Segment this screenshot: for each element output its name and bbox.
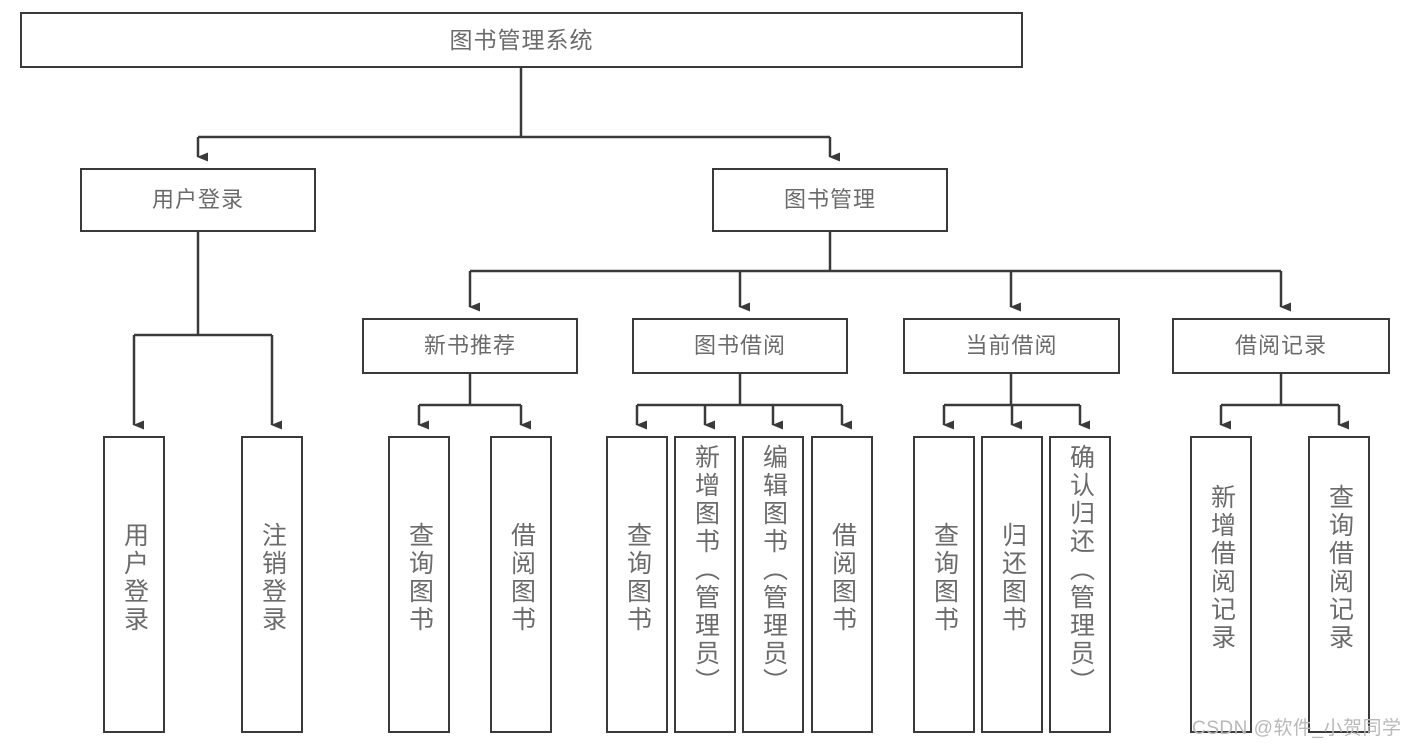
leaf-user-login[interactable]: 用户登录 xyxy=(103,436,165,733)
csdn-watermark: CSDN @软件_小贺同学 xyxy=(1192,718,1402,739)
node-label: 注销登录 xyxy=(258,522,287,634)
leaf-add-book-admin[interactable]: 新增图书（管理员） xyxy=(674,436,736,733)
node-root-system[interactable]: 图书管理系统 xyxy=(20,12,1023,68)
leaf-query-book-current[interactable]: 查询图书 xyxy=(913,436,975,733)
node-label: 借阅记录 xyxy=(1234,333,1327,359)
node-user-login[interactable]: 用户登录 xyxy=(80,168,316,232)
node-label: 确认归还（管理员） xyxy=(1066,444,1095,696)
node-label: 查询图书 xyxy=(930,522,959,634)
node-label: 新书推荐 xyxy=(423,333,516,359)
leaf-borrow-book-newbook[interactable]: 借阅图书 xyxy=(490,436,552,733)
node-label: 图书管理 xyxy=(783,187,876,213)
node-label: 用户登录 xyxy=(120,522,149,634)
leaf-query-book-newbook[interactable]: 查询图书 xyxy=(388,436,450,733)
node-label: 查询图书 xyxy=(623,522,652,634)
node-current-borrow[interactable]: 当前借阅 xyxy=(903,318,1120,374)
leaf-edit-book-admin[interactable]: 编辑图书（管理员） xyxy=(742,436,804,733)
node-borrow-record[interactable]: 借阅记录 xyxy=(1172,318,1390,374)
node-label: 借阅图书 xyxy=(507,522,536,634)
node-label: 归还图书 xyxy=(998,522,1027,634)
node-label: 查询图书 xyxy=(405,522,434,634)
node-label: 图书借阅 xyxy=(693,333,786,359)
node-label: 新增图书（管理员） xyxy=(691,444,720,696)
node-label: 新增借阅记录 xyxy=(1207,484,1236,652)
leaf-confirm-return-admin[interactable]: 确认归还（管理员） xyxy=(1049,436,1111,733)
leaf-add-borrow-record[interactable]: 新增借阅记录 xyxy=(1190,436,1252,733)
node-book-management[interactable]: 图书管理 xyxy=(712,168,948,232)
leaf-logout-login[interactable]: 注销登录 xyxy=(241,436,303,733)
leaf-return-book[interactable]: 归还图书 xyxy=(981,436,1043,733)
node-new-book-recommend[interactable]: 新书推荐 xyxy=(362,318,578,374)
leaf-query-book-borrow[interactable]: 查询图书 xyxy=(606,436,668,733)
leaf-query-borrow-record[interactable]: 查询借阅记录 xyxy=(1308,436,1370,733)
node-label: 当前借阅 xyxy=(965,333,1058,359)
node-label: 查询借阅记录 xyxy=(1325,484,1354,652)
node-label: 用户登录 xyxy=(151,187,244,213)
node-label: 编辑图书（管理员） xyxy=(759,444,788,696)
node-label: 图书管理系统 xyxy=(449,26,594,53)
leaf-borrow-book-borrow[interactable]: 借阅图书 xyxy=(811,436,873,733)
node-label: 借阅图书 xyxy=(828,522,857,634)
node-book-borrow[interactable]: 图书借阅 xyxy=(632,318,848,374)
